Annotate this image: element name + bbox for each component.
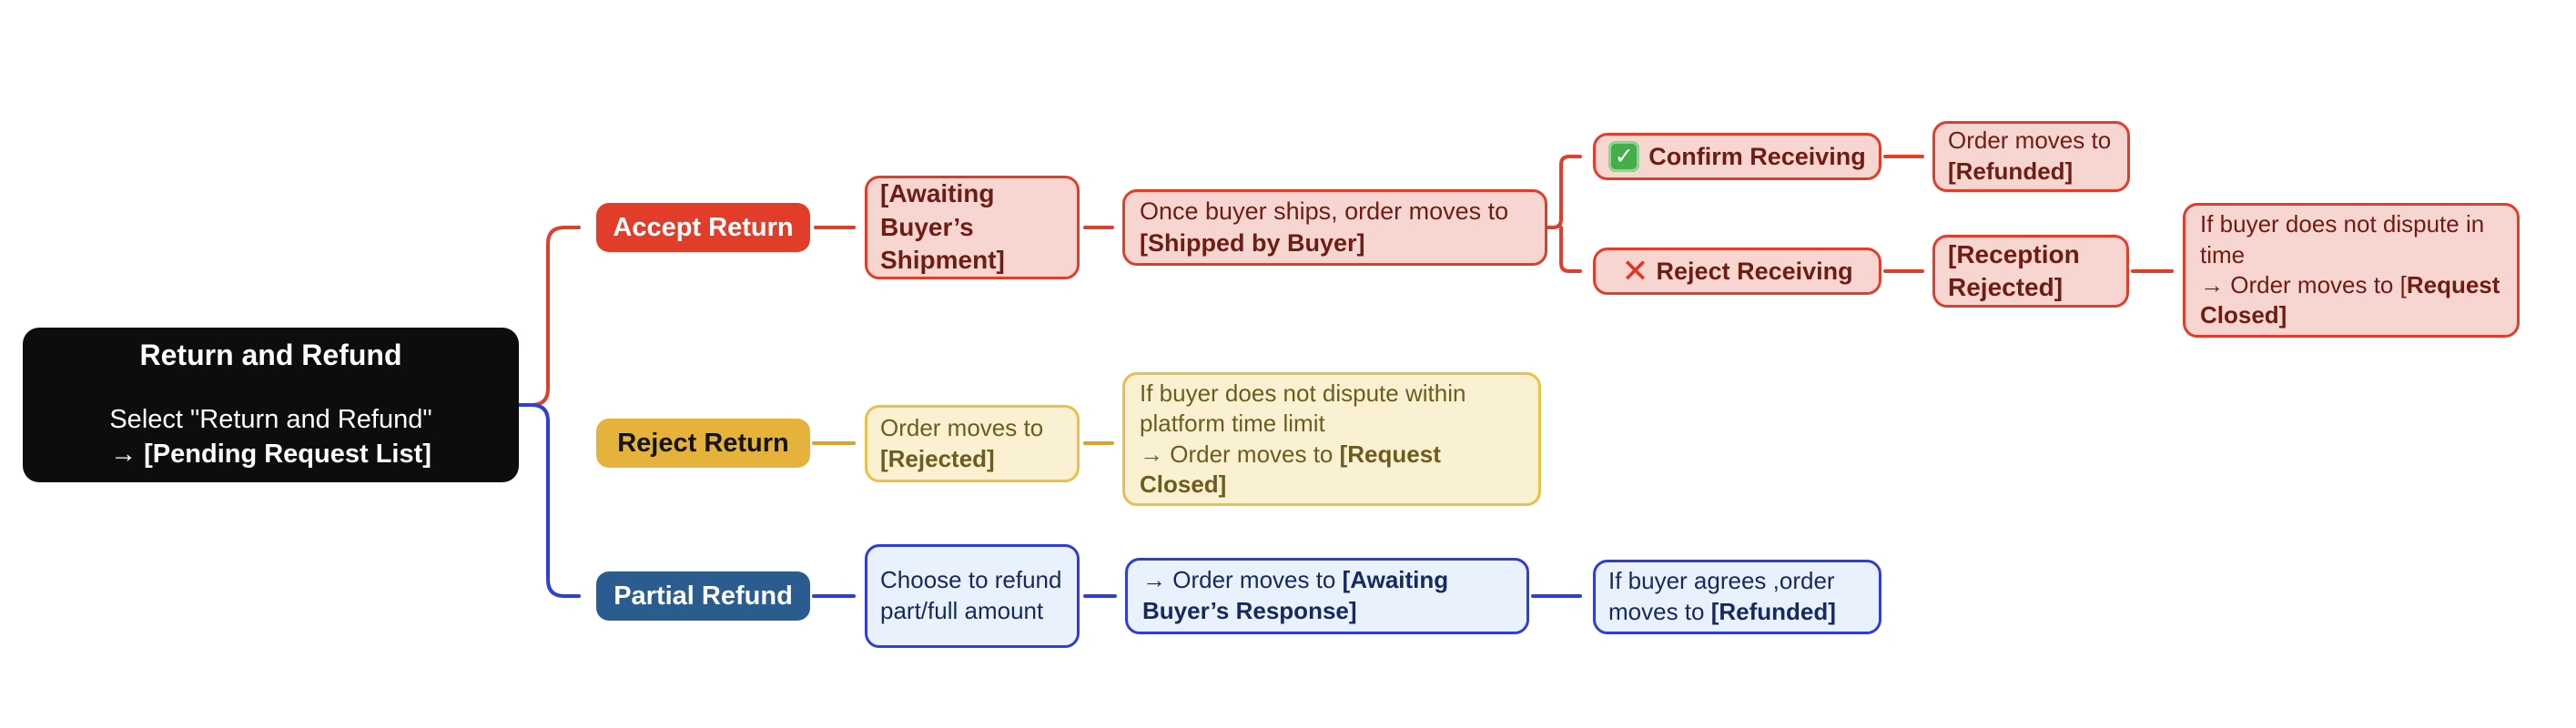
reception-rejected-state: [Reception Rejected] [1948,239,2080,301]
rejected-node: Order moves to [Rejected] [865,405,1080,482]
awaiting-shipment-state: [Awaiting Buyer’s Shipment] [880,179,1005,275]
platform-time-limit-node: If buyer does not dispute within platfor… [1122,372,1541,506]
rejected-state: [Rejected] [880,444,995,472]
accept-return-label: Accept Return [613,212,794,242]
buyer-agrees-node: If buyer agrees ,order moves to [Refunde… [1593,560,1881,634]
no-dispute-line: If buyer does not dispute in time [2200,210,2485,268]
buyer-agrees-text: If buyer agrees ,order moves to [Refunde… [1608,567,1836,625]
reject-receiving-node: ✕ Reject Receiving [1593,248,1881,295]
rejected-text: Order moves to [Rejected] [880,413,1044,472]
connector-shipped-to-reject-receiving [1559,226,1582,273]
awaiting-response-node: → Order moves to [Awaiting Buyer’s Respo… [1125,558,1529,634]
choose-refund-text: Choose to refund part/full amount [880,566,1062,624]
shipped-by-buyer-node: Once buyer ships, order moves to [Shippe… [1122,189,1547,266]
connector-start-to-partial [517,403,581,598]
confirm-receiving-node: ✓ Confirm Receiving [1593,133,1881,180]
request-closed-state: Request Closed] [2200,271,2500,329]
agrees-refunded-state: [Refunded] [1710,598,1836,625]
yellow-request-closed-line: → Order moves to [Request Closed] [1140,440,1441,498]
accept-return-button: Accept Return [596,203,810,252]
awaiting-shipment-node: [Awaiting Buyer’s Shipment] [865,176,1080,279]
reception-rejected-node: [Reception Rejected] [1932,235,2129,308]
start-instruction: Select "Return and Refund" [109,404,432,434]
reject-return-label: Reject Return [617,428,789,458]
awaiting-response-text: → Order moves to [Awaiting Buyer’s Respo… [1142,566,1449,624]
refunded-state: [Refunded] [1948,157,2074,185]
choose-refund-node: Choose to refund part/full amount [865,544,1080,648]
check-icon: ✓ [1608,141,1640,172]
refunded-text: Order moves to [Refunded] [1948,126,2112,185]
partial-refund-label: Partial Refund [614,581,793,611]
refunded-node: Order moves to [Refunded] [1932,121,2130,192]
time-limit-line: If buyer does not dispute within platfor… [1140,379,1466,438]
start-node: Return and Refund Select "Return and Ref… [23,328,519,482]
reject-return-button: Reject Return [596,419,810,468]
cross-icon: ✕ [1621,252,1649,289]
request-closed-line: → Order moves to [Request Closed] [2200,271,2500,329]
start-title: Return and Refund [139,338,402,371]
start-result-state: → [Pending Request List] [110,439,431,469]
reject-receiving-label: Reject Receiving [1656,257,1853,285]
connector-shipped-to-confirm [1546,155,1582,229]
no-dispute-request-closed-node: If buyer does not dispute in time → Orde… [2183,203,2520,338]
shipped-note: Once buyer ships, order moves to [1140,197,1509,225]
confirm-receiving-label: Confirm Receiving [1648,142,1866,170]
shipped-state: [Shipped by Buyer] [1140,229,1365,257]
yellow-request-closed-state: [Request Closed] [1140,440,1441,498]
awaiting-response-state: [Awaiting Buyer’s Response] [1142,566,1449,624]
connector-start-to-accept [517,226,581,407]
partial-refund-button: Partial Refund [596,571,810,621]
